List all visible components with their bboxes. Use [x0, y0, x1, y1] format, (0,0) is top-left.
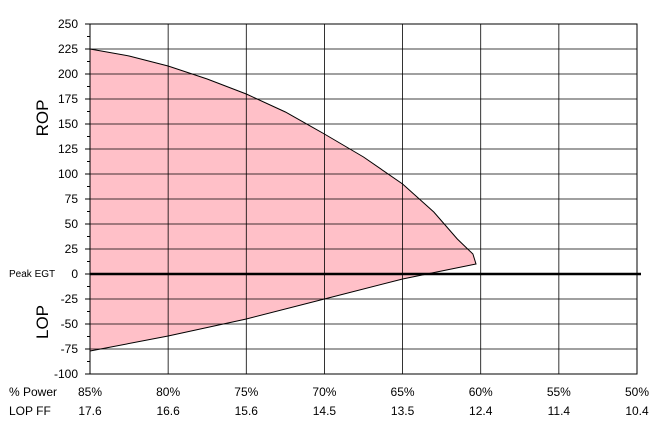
y-tick-label: 75	[65, 192, 79, 206]
y-tick-label: 25	[65, 242, 79, 256]
x-tick-label-power: 50%	[625, 385, 649, 399]
x-tick-label-power: 55%	[547, 385, 571, 399]
y-tick-label: 250	[58, 17, 78, 31]
y-tick-label: 225	[58, 42, 78, 56]
x-tick-label-lopff: 10.4	[625, 404, 649, 418]
plot-border	[89, 23, 638, 375]
y-tick-label: 100	[58, 167, 78, 181]
y-tick-label: -75	[61, 342, 79, 356]
x-tick-label-power: 80%	[156, 385, 180, 399]
x-tick-label-power: 70%	[312, 385, 336, 399]
x-tick-label-power: 85%	[78, 385, 102, 399]
x-tick-label-power: 65%	[391, 385, 415, 399]
y-label-lop: LOP	[33, 305, 52, 339]
x-tick-label-lopff: 14.5	[313, 404, 337, 418]
label-layer: ROP LOP Peak EGT % Power LOP FF 25022520…	[9, 17, 649, 418]
x-tick-label-lopff: 11.4	[548, 404, 571, 418]
y-tick-label: -25	[61, 292, 79, 306]
peak-egt-label: Peak EGT	[9, 269, 55, 280]
y-tick-label: 200	[58, 67, 78, 81]
row-label-lopff: LOP FF	[9, 404, 51, 418]
x-tick-label-power: 60%	[469, 385, 493, 399]
y-tick-label: 0	[71, 267, 78, 281]
x-tick-label-lopff: 15.6	[235, 404, 259, 418]
y-tick-label: 50	[65, 217, 79, 231]
y-tick-label: -50	[61, 317, 79, 331]
y-label-rop: ROP	[33, 100, 52, 137]
y-tick-label: 125	[58, 142, 78, 156]
y-tick-label: 175	[58, 92, 78, 106]
x-tick-label-lopff: 17.6	[78, 404, 102, 418]
row-label-power: % Power	[9, 385, 57, 399]
axis-layer	[85, 23, 641, 375]
y-tick-label: -100	[54, 367, 78, 381]
x-tick-label-lopff: 13.5	[391, 404, 415, 418]
x-tick-label-lopff: 12.4	[469, 404, 493, 418]
y-tick-label: 150	[58, 117, 78, 131]
x-tick-label-lopff: 16.6	[156, 404, 180, 418]
area-layer	[89, 48, 477, 352]
x-tick-label-power: 75%	[234, 385, 258, 399]
envelope-area	[89, 48, 477, 352]
